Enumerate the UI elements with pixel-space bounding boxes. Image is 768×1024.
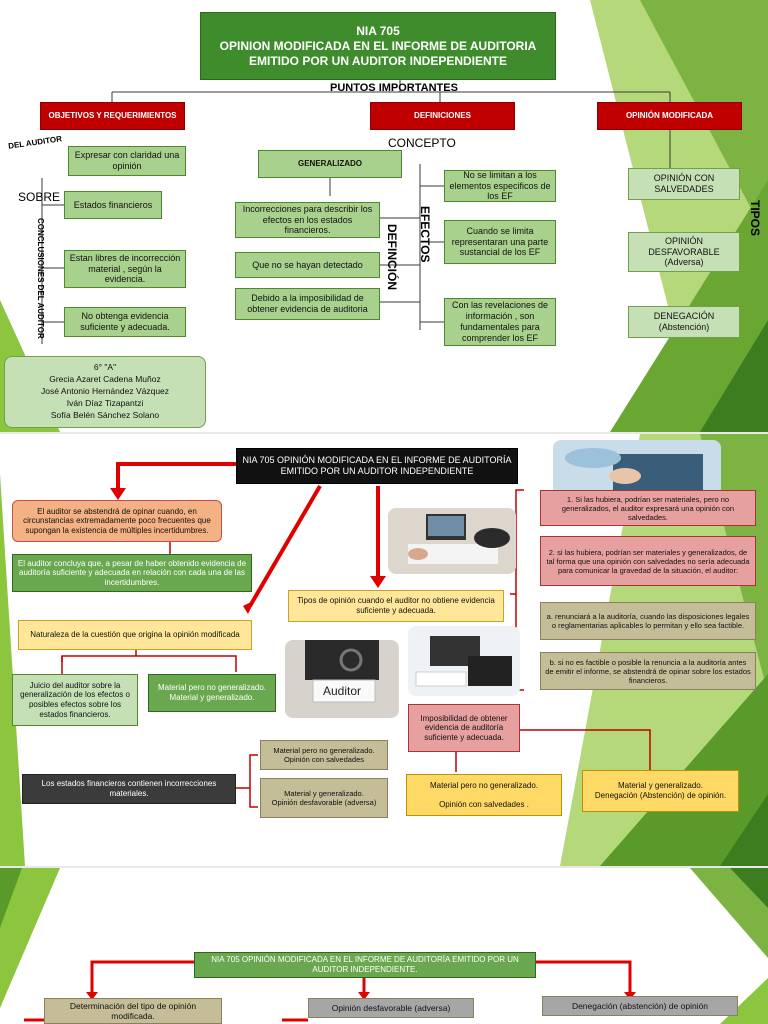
opinion-modificada-header: OPINIÓN MODIFICADA [597,102,742,130]
obj-item-3: Estan libres de incorrección material , … [64,250,186,288]
laptop-top-photo [553,440,721,496]
author-line-5: Sofía Belén Sánchez Solano [50,409,160,420]
author-line-2: Grecia Azaret Cadena Muñoz [49,374,161,385]
slide-2: NIA 705 OPINIÓN MODIFICADA EN EL INFORME… [0,434,768,866]
concluye-box: El auditor concluya que, a pesar de habe… [12,554,252,592]
auditor-photo-illustration [285,640,399,718]
puntos-importantes-label: PUNTOS IMPORTANTES [330,82,458,94]
tan-box-2: Material y generalizado. Opinión desfavo… [260,778,388,818]
meeting-photo-illustration [388,508,516,574]
abstendra-box: El auditor se abstendrá de opinar cuando… [12,500,222,542]
sobre-label: SOBRE [18,190,61,204]
right-item-1: 1. Si las hubiera, podrían ser materiale… [540,490,756,526]
auditor-photo: Auditor [285,640,399,718]
right-item-4: b. si no es factible o posible la renunc… [540,652,756,690]
slide3-box-2: Opinión desfavorable (adversa) [308,998,474,1018]
imposibilidad-box: Imposibilidad de obtener evidencia de au… [408,704,520,752]
def-right-1: No se limitan a los elementos especifico… [444,170,556,202]
conclusiones-vertical-label: CONCLUSIONES DEL AUDITOR [36,218,45,339]
def-left-1: Incorrecciones para describir los efecto… [235,202,380,238]
slide1-title: NIA 705 OPINION MODIFICADA EN EL INFORME… [200,12,556,80]
juicio-box: Juicio del auditor sobre la generalizaci… [12,674,138,726]
slide3-box-3: Denegación (abstención) de opinión [542,996,738,1016]
def-right-3: Con las revelaciones de información , so… [444,298,556,346]
estados-box: Los estados financieros contienen incorr… [22,774,236,804]
right-item-3: a. renunciará a la auditoría, cuando las… [540,602,756,640]
meeting-photo [388,508,516,574]
slide-separator-1 [0,432,768,434]
slide3-title: NIA 705 OPINIÓN MODIFICADA EN EL INFORME… [194,952,536,978]
tipo-desfavorable: OPINIÓN DESFAVORABLE (Adversa) [628,232,740,272]
yellow-box-2: Material y generalizado. Denegación (Abs… [582,770,739,812]
obj-item-2: Estados financieros [64,191,162,219]
yellow-box-1: Material pero no generalizado. Opinión c… [406,774,562,816]
author-line-1: 6° "A" [93,362,117,373]
slide-3: NIA 705 OPINIÓN MODIFICADA EN EL INFORME… [0,868,768,1024]
tipo-salvedades: OPINIÓN CON SALVEDADES [628,168,740,200]
slide2-title: NIA 705 OPINIÓN MODIFICADA EN EL INFORME… [236,448,518,484]
objetivos-header: OBJETIVOS Y REQUERIMIENTOS [40,102,185,130]
slide-1: NIA 705 OPINION MODIFICADA EN EL INFORME… [0,0,768,432]
tipo-denegacion: DENEGACIÓN (Abstención) [628,306,740,338]
tan-box-1: Material pero no generalizado. Opinión c… [260,740,388,770]
concepto-label: CONCEPTO [388,136,456,150]
material-pair-box: Material pero no generalizado. Material … [148,674,276,712]
def-left-2: Que no se hayan detectado [235,252,380,278]
definicion-vertical-label: DEFINCIÓN [385,224,399,290]
right-item-2: 2. si las hubiera, podrían ser materiale… [540,536,756,586]
definiciones-header: DEFINICIONES [370,102,515,130]
authors-box: 6° "A" Grecia Azaret Cadena Muñoz José A… [4,356,206,428]
obj-item-4: No obtenga evidencia suficiente y adecua… [64,307,186,337]
slide3-box-1: Determinación del tipo de opinión modifi… [44,998,222,1024]
desk-photo-illustration [408,626,520,696]
auditor-photo-label: Auditor [323,684,362,698]
efectos-vertical-label: EFECTOS [418,206,432,263]
author-line-4: Iván Díaz Tizapantzi [66,397,144,408]
def-right-2: Cuando se limita representaran una parte… [444,220,556,264]
laptop-top-illustration [553,440,721,496]
desk-photo [408,626,520,696]
author-line-3: José Antonio Hernández Vázquez [40,386,170,397]
naturaleza-box: Naturaleza de la cuestión que origina la… [18,620,252,650]
def-left-3: Debido a la imposibilidad de obtener evi… [235,288,380,320]
tipos-vertical-label: TIPOS [748,200,762,237]
tipos-opinion-box: Tipos de opinión cuando el auditor no ob… [288,590,504,622]
generalizado-box: GENERALIZADO [258,150,402,178]
slide-separator-2 [0,866,768,868]
obj-item-1: Expresar con claridad una opinión [68,146,186,176]
